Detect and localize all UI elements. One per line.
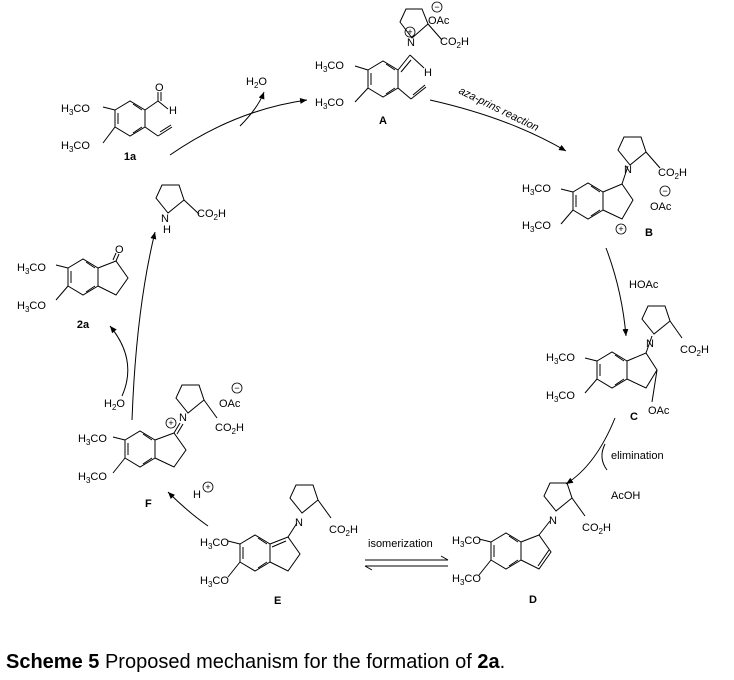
och3-label: H3CO xyxy=(78,433,107,447)
compound-label-E: E xyxy=(274,595,281,607)
iminium-hydrogen: H xyxy=(424,67,432,79)
hoac-label: HOAc xyxy=(629,279,659,291)
arrow-B-to-C xyxy=(605,247,629,337)
arrow-E-to-F xyxy=(167,491,209,527)
proton-label: H xyxy=(193,489,201,501)
compound-label-A: A xyxy=(379,115,387,127)
plus-charge: + xyxy=(205,482,210,492)
arrow-to-2a xyxy=(109,325,129,397)
co2h-label: CO2H xyxy=(440,36,469,50)
acetate-label: OAc xyxy=(428,15,450,27)
aza-prins-label: aza-prins reaction xyxy=(457,85,541,134)
acetate-label: OAc xyxy=(648,405,670,417)
plus-charge: + xyxy=(168,418,173,428)
arrow-C-to-D xyxy=(565,417,616,485)
och3-label: H3CO xyxy=(61,140,90,154)
elimination-label: elimination xyxy=(611,450,664,462)
nh-hydrogen: H xyxy=(163,224,171,236)
compound-A: N + − OAc CO2H H H3CO H3CO A xyxy=(315,1,469,127)
och3-label: H3CO xyxy=(315,97,344,111)
och3-label: H3CO xyxy=(17,262,46,276)
compound-B: N CO2H − OAc + H3CO H3CO B xyxy=(522,136,687,239)
och3-label: H3CO xyxy=(546,390,575,404)
acetate-label: OAc xyxy=(219,398,241,410)
nitrogen-label: N xyxy=(549,515,557,527)
compound-D: N CO2H H3CO H3CO D xyxy=(452,482,611,606)
nitrogen-label: N xyxy=(179,412,187,424)
och3-label: H3CO xyxy=(452,573,481,587)
och3-label: H3CO xyxy=(200,537,229,551)
co2h-label: CO2H xyxy=(582,522,611,536)
arrow-acoh-release xyxy=(601,443,608,471)
co2h-label: CO2H xyxy=(680,344,709,358)
arrow-water-release xyxy=(239,91,265,127)
minus-charge: − xyxy=(234,383,239,393)
arrow-1a-to-A xyxy=(169,97,308,156)
nitrogen-label: N xyxy=(295,517,303,529)
compound-E: N CO2H H3CO H3CO E xyxy=(200,484,358,607)
acoh-label: AcOH xyxy=(611,490,640,502)
nitrogen-label: N xyxy=(646,338,654,350)
och3-label: H3CO xyxy=(315,60,344,74)
water-label: H2O xyxy=(246,76,267,90)
co2h-label: CO2H xyxy=(215,422,244,436)
nitrogen-label: N xyxy=(161,213,169,225)
och3-label: H3CO xyxy=(200,575,229,589)
compound-1a: H3CO H3CO O H 1a xyxy=(61,82,177,163)
proline-catalyst: N H CO2H xyxy=(155,184,226,236)
och3-label: H3CO xyxy=(17,300,46,314)
co2h-label: CO2H xyxy=(197,208,226,222)
nitrogen-label: N xyxy=(624,164,632,176)
och3-label: H3CO xyxy=(546,352,575,366)
nitrogen-label: N xyxy=(407,37,415,49)
minus-charge: − xyxy=(662,186,667,196)
plus-charge: + xyxy=(618,224,623,234)
compound-C: N CO2H OAc H3CO H3CO C xyxy=(546,305,709,423)
water-label: H2O xyxy=(104,398,125,412)
arrow-A-to-B xyxy=(429,99,567,152)
compound-label-F: F xyxy=(145,498,152,510)
och3-label: H3CO xyxy=(61,103,90,117)
carbonyl-oxygen: O xyxy=(155,82,164,94)
compound-label-1a: 1a xyxy=(124,151,137,163)
compound-2a: O H3CO H3CO 2a xyxy=(17,244,129,331)
och3-label: H3CO xyxy=(452,535,481,549)
compound-label-B: B xyxy=(645,227,653,239)
ketone-oxygen: O xyxy=(115,244,124,256)
compound-label-2a: 2a xyxy=(77,319,90,331)
minus-charge: − xyxy=(434,2,439,12)
aldehyde-hydrogen: H xyxy=(169,105,177,117)
scheme-caption: Scheme 5 Proposed mechanism for the form… xyxy=(6,651,505,673)
och3-label: H3CO xyxy=(78,471,107,485)
co2h-label: CO2H xyxy=(329,524,358,538)
compound-label-C: C xyxy=(630,411,638,423)
plus-charge: + xyxy=(407,27,412,37)
isomerization-label: isomerization xyxy=(368,538,433,550)
co2h-label: CO2H xyxy=(658,167,687,181)
acetate-label: OAc xyxy=(650,201,672,213)
compound-label-D: D xyxy=(529,594,537,606)
och3-label: H3CO xyxy=(522,220,551,234)
och3-label: H3CO xyxy=(522,183,551,197)
compound-F: N + − OAc CO2H H3CO H3CO F xyxy=(78,382,244,510)
cycle-arrows: H2O aza-prins reaction HOAc elimination … xyxy=(104,76,664,571)
arrow-F-to-proline xyxy=(131,231,157,421)
